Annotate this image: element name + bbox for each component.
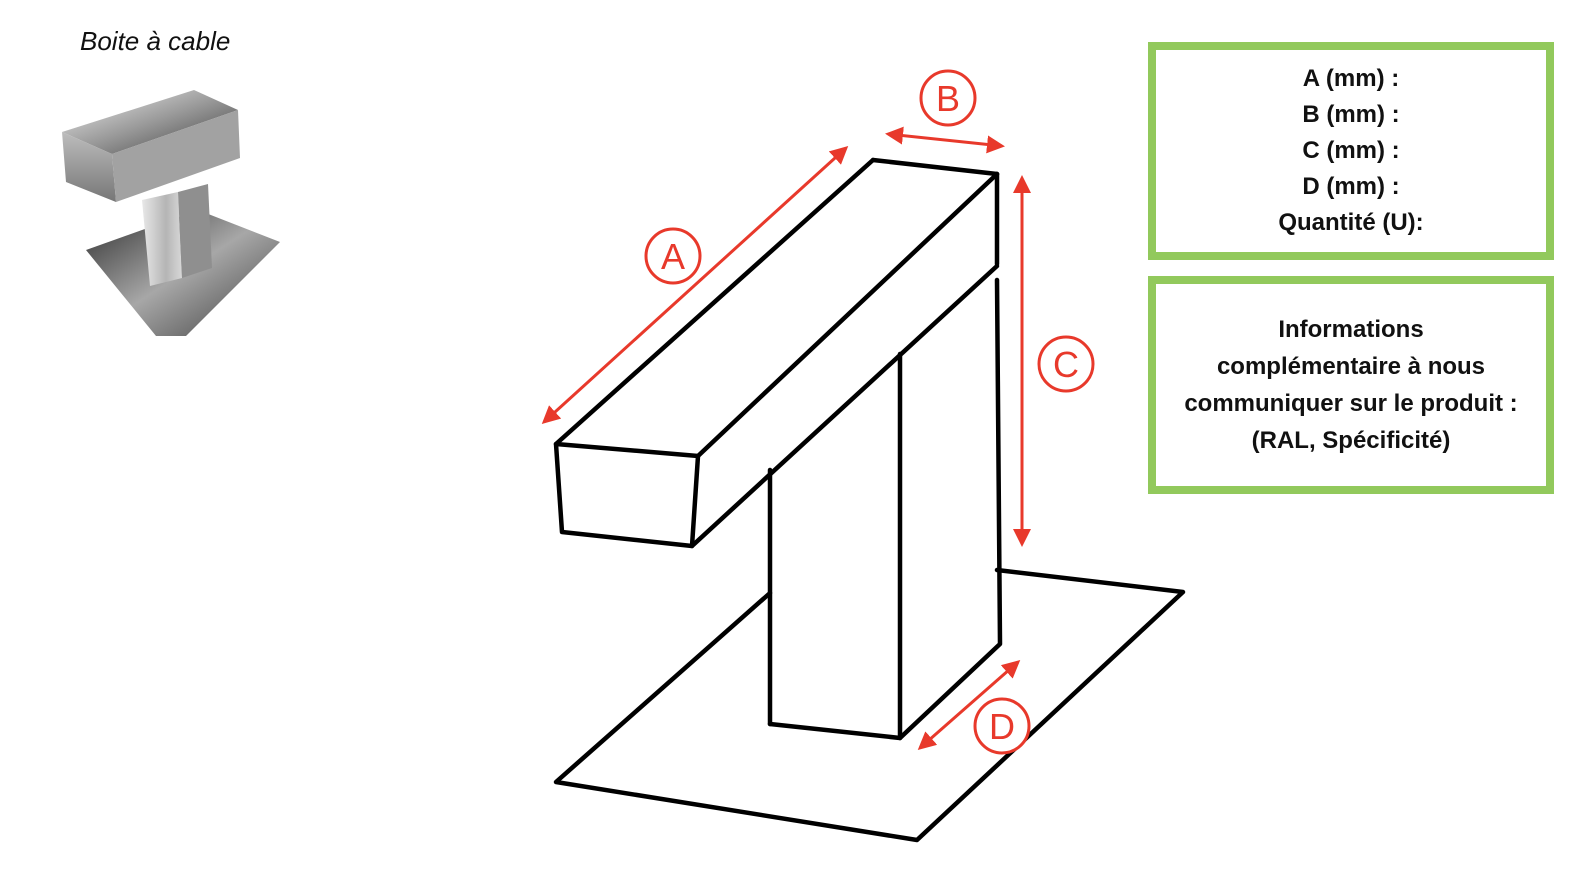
info-line: complémentaire à nous bbox=[1216, 353, 1486, 380]
dimension-b-text: B bbox=[936, 78, 960, 119]
field-d-label: D (mm) : bbox=[1302, 173, 1400, 200]
field-a-label: A (mm) : bbox=[1302, 65, 1400, 92]
dimension-c-label: C bbox=[1037, 335, 1095, 393]
dimension-a-text: A bbox=[661, 236, 685, 277]
dimension-c-text: C bbox=[1053, 344, 1079, 385]
dimension-d-text: D bbox=[989, 706, 1015, 747]
dimension-a-arrow bbox=[541, 145, 849, 425]
dimension-d-arrow bbox=[917, 660, 1021, 750]
dimensions-form-box: A (mm) : B (mm) : C (mm) : D (mm) : Quan… bbox=[1148, 42, 1554, 260]
dimension-d-label: D bbox=[973, 697, 1031, 755]
additional-info-box: Informations complémentaire à nous commu… bbox=[1148, 276, 1554, 494]
info-line: (RAL, Spécificité) bbox=[1251, 427, 1451, 454]
dimension-a-label: A bbox=[644, 227, 702, 285]
field-c-label: C (mm) : bbox=[1302, 137, 1400, 164]
product-caption: Boite à cable bbox=[80, 26, 231, 56]
field-b-label: B (mm) : bbox=[1302, 101, 1400, 128]
dimension-b-label: B bbox=[919, 69, 977, 127]
dimension-b-arrow bbox=[885, 126, 1005, 154]
product-photo bbox=[62, 90, 280, 336]
info-line: communiquer sur le produit : bbox=[1184, 390, 1518, 417]
field-quantity-label: Quantité (U): bbox=[1278, 209, 1424, 236]
info-line: Informations bbox=[1278, 316, 1424, 343]
